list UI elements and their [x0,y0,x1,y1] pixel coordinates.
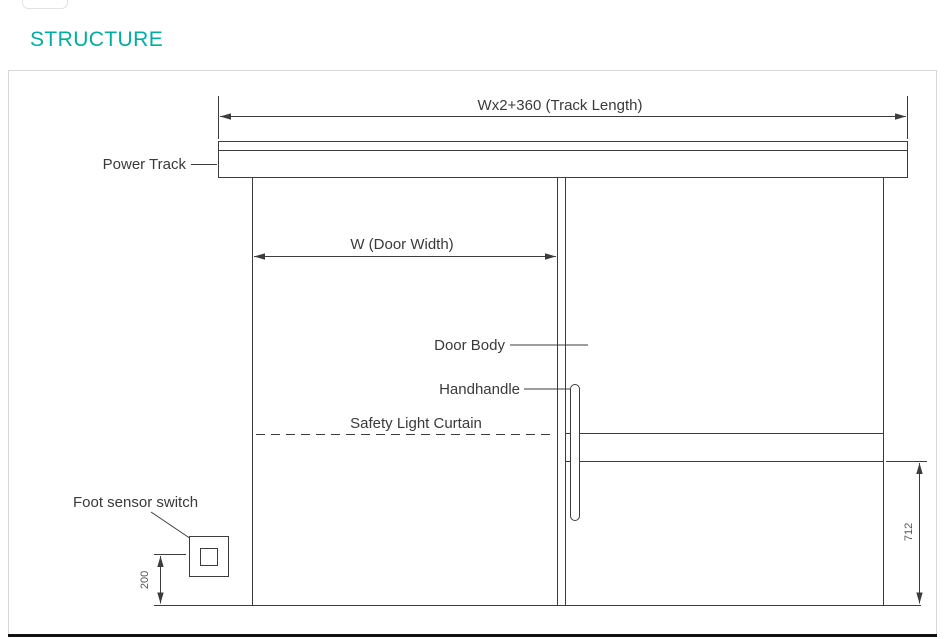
foot-sensor-label: Foot sensor switch [73,494,198,511]
dimension-200-label: 200 [139,571,151,589]
handhandle-callout: Handhandle [439,381,570,398]
power-track-label: Power Track [103,156,187,173]
foot-sensor-switch: Foot sensor switch [73,494,229,577]
door-body-label: Door Body [434,337,505,354]
dimension-712-label: 712 [903,523,915,541]
top-left-artifact [22,0,68,9]
dimension-200: 200 [139,554,186,604]
door-structure [252,177,884,605]
power-track: Power Track [103,141,908,178]
handhandle-label: Handhandle [439,381,520,398]
door-width-label: W (Door Width) [350,236,453,253]
safety-light-curtain-label: Safety Light Curtain [350,415,482,432]
foot-sensor-box-inner [200,548,218,566]
handhandle [570,384,580,521]
door-body-callout: Door Body [434,337,588,354]
safety-light-curtain: Safety Light Curtain [256,415,553,435]
dimension-712: 712 [886,461,927,604]
track-length-label: Wx2+360 (Track Length) [478,97,643,114]
page-title: STRUCTURE [30,28,164,51]
door-width-dimension: W (Door Width) [254,236,556,260]
track-length-dimension: Wx2+360 (Track Length) [218,96,908,139]
